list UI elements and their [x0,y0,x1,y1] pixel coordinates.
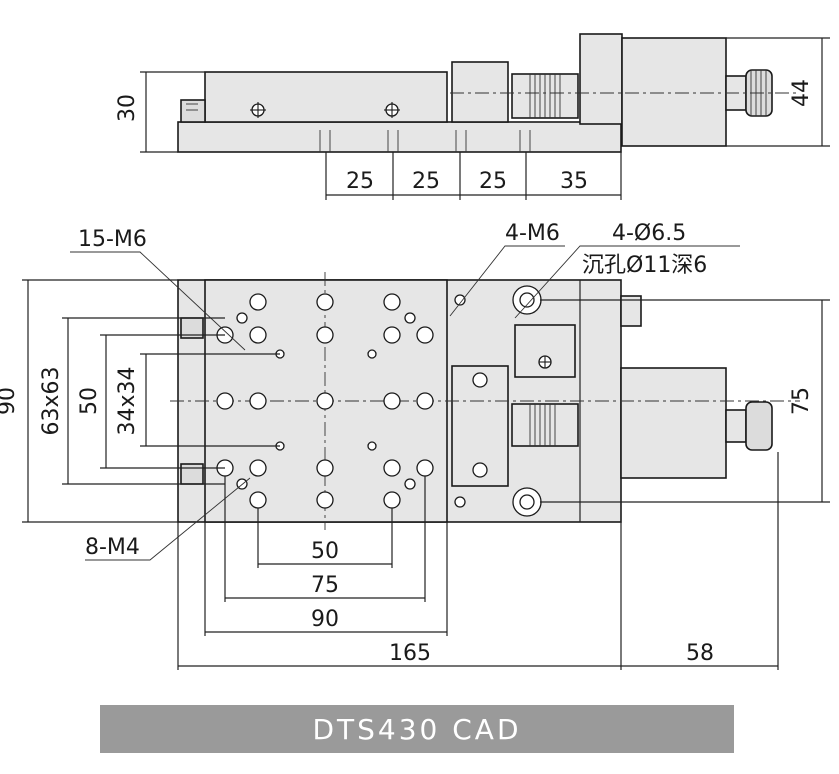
callout-counterbore: 沉孔Ø11深6 [582,253,707,278]
cad-drawing: 30 44 25 25 25 35 [0,33,830,670]
callout-4-m6: 4-M6 [505,221,560,246]
side-base [177,121,622,153]
dim-pitch-2: 25 [412,169,440,194]
dim-height-44: 44 [789,79,814,107]
dim-bottom-58: 58 [686,641,714,666]
dim-bottom-90: 90 [311,607,339,632]
side-bearing-block [451,61,509,123]
top-knob [745,401,773,451]
dim-bottom-75: 75 [311,573,339,598]
top-limit-switch [514,324,576,378]
dim-left-50: 50 [77,387,102,415]
dim-height-30: 30 [115,94,140,122]
title-banner: DTS430 CAD [100,705,734,753]
callout-4-hole: 4-Ø6.5 [612,221,686,246]
dim-pitch-3: 25 [479,169,507,194]
side-view: 30 44 25 25 25 35 [115,33,830,200]
top-view: 15-M6 4-M6 4-Ø6.5 沉孔Ø11深6 8-M4 90 63x63 … [0,221,830,670]
m4-holes [236,294,466,508]
callout-15-m6: 15-M6 [78,227,147,252]
side-motor-flange [579,33,623,125]
side-left-stop [180,99,206,123]
dim-bottom-165: 165 [389,641,431,666]
dim-pitch-1: 25 [346,169,374,194]
side-motor-body [621,37,727,147]
dim-pitch-4: 35 [560,169,588,194]
dim-left-90: 90 [0,387,20,415]
dim-right-75: 75 [789,387,814,415]
side-carriage [204,71,448,123]
callout-8-m4: 8-M4 [85,535,140,560]
dim-left-63x63: 63x63 [39,366,64,435]
dim-left-34x34: 34x34 [115,366,140,435]
m6-holes [216,293,434,509]
top-motor [620,367,727,479]
dim-bottom-50: 50 [311,539,339,564]
